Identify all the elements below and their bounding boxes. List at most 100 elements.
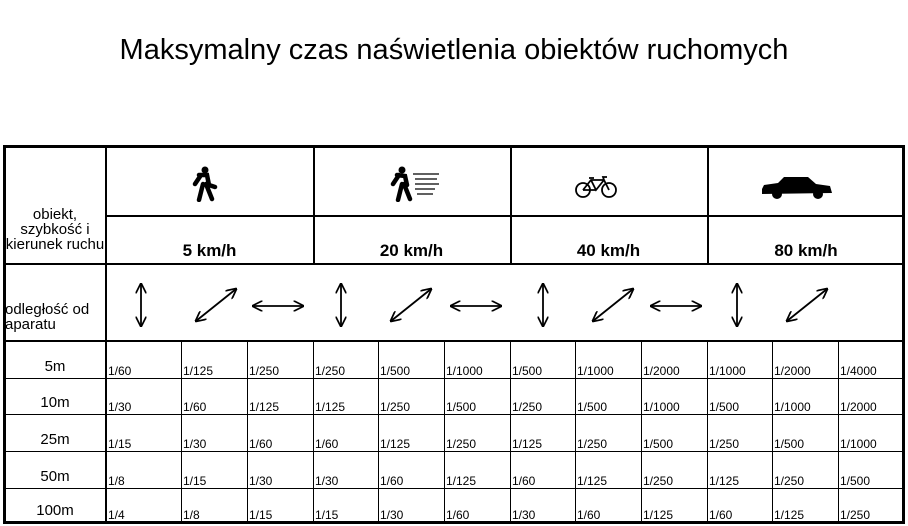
page-title: Maksymalny czas naświetlenia obiektów ru… [119, 34, 789, 66]
toward-camera-arrow-icon [729, 282, 745, 328]
exposure-time-value: 1/500 [577, 401, 608, 414]
exposure-time-value: 1/125 [643, 509, 674, 522]
bicycle-icon [574, 176, 618, 203]
exposure-time-value: 1/30 [380, 509, 404, 522]
distance-value: 100m [36, 503, 74, 519]
column-divider [510, 341, 511, 523]
car-icon [760, 175, 834, 206]
column-divider [313, 341, 314, 523]
column-divider [181, 341, 182, 523]
table-border-top [3, 145, 905, 148]
exposure-time-value: 1/15 [249, 509, 273, 522]
speed-label: 40 km/h [576, 241, 641, 260]
exposure-time-value: 1/8 [108, 475, 125, 488]
distance-value: 10m [40, 395, 70, 411]
exposure-time-value: 1/1000 [709, 365, 746, 378]
exposure-time-value: 1/250 [643, 475, 674, 488]
toward-camera-arrow-icon [535, 282, 551, 328]
direction-row-divider [3, 340, 905, 342]
data-row-divider [3, 488, 905, 489]
across-arrow-icon [449, 298, 503, 314]
exposure-time-value: 1/15 [108, 438, 132, 451]
exposure-time-value: 1/500 [709, 401, 740, 414]
exposure-time-value: 1/125 [183, 365, 214, 378]
exposure-time-value: 1/60 [315, 438, 339, 451]
exposure-time-value: 1/125 [249, 401, 280, 414]
exposure-time-value: 1/250 [315, 365, 346, 378]
exposure-time-value: 1/30 [512, 509, 536, 522]
exposure-time-value: 1/30 [315, 475, 339, 488]
data-row-divider [3, 414, 905, 415]
table-border-left [3, 145, 6, 523]
exposure-time-value: 1/500 [380, 365, 411, 378]
speed-label: 20 km/h [379, 241, 444, 260]
exposure-time-value: 1/2000 [774, 365, 811, 378]
exposure-time-value: 1/1000 [774, 401, 811, 414]
exposure-time-value: 1/1000 [840, 438, 877, 451]
exposure-time-value: 1/30 [183, 438, 207, 451]
column-divider [772, 341, 773, 523]
exposure-time-value: 1/500 [512, 365, 543, 378]
table-border-bottom [3, 521, 905, 524]
group-divider [707, 145, 709, 263]
exposure-time-value: 1/500 [774, 438, 805, 451]
exposure-time-value: 1/8 [183, 509, 200, 522]
column-divider [247, 341, 248, 523]
exposure-time-value: 1/1000 [577, 365, 614, 378]
distance-value: 25m [40, 432, 70, 448]
speed-label: 80 km/h [774, 241, 838, 260]
exposure-time-value: 1/60 [512, 475, 536, 488]
exposure-time-value: 1/125 [315, 401, 346, 414]
exposure-time-value: 1/60 [709, 509, 733, 522]
speed-row-divider [3, 263, 905, 265]
data-row-divider [3, 451, 905, 452]
column-divider [707, 341, 708, 523]
exposure-time-value: 1/60 [183, 401, 207, 414]
diagonal-arrow-icon [388, 286, 434, 324]
label-column-divider [105, 145, 107, 523]
exposure-time-value: 1/250 [249, 365, 280, 378]
exposure-time-value: 1/60 [577, 509, 601, 522]
exposure-time-value: 1/500 [840, 475, 871, 488]
exposure-time-value: 1/250 [840, 509, 871, 522]
diagonal-arrow-icon [193, 286, 239, 324]
exposure-time-value: 1/30 [249, 475, 273, 488]
exposure-time-value: 1/250 [774, 475, 805, 488]
walking-person-icon [185, 166, 219, 207]
exposure-time-value: 1/1000 [643, 401, 680, 414]
exposure-time-value: 1/250 [577, 438, 608, 451]
exposure-time-value: 1/125 [446, 475, 477, 488]
exposure-time-value: 1/125 [577, 475, 608, 488]
exposure-time-value: 1/60 [446, 509, 470, 522]
exposure-time-value: 1/2000 [840, 401, 877, 414]
across-arrow-icon [251, 298, 305, 314]
group-divider [510, 145, 512, 263]
exposure-time-value: 1/125 [774, 509, 805, 522]
table-border-right [902, 145, 905, 523]
distance-value: 50m [40, 469, 70, 485]
column-divider [378, 341, 379, 523]
across-arrow-icon [649, 298, 703, 314]
object-speed-direction-label: obiekt, szybkość i kierunek ruchu [5, 207, 105, 253]
diagonal-arrow-icon [590, 286, 636, 324]
column-divider [575, 341, 576, 523]
speed-label: 5 km/h [182, 241, 237, 260]
exposure-time-value: 1/500 [643, 438, 674, 451]
exposure-time-value: 1/4000 [840, 365, 877, 378]
column-divider [838, 341, 839, 523]
running-person-icon [387, 166, 441, 207]
column-divider [444, 341, 445, 523]
distance-label: odległość od aparatu [5, 302, 90, 333]
exposure-time-value: 1/1000 [446, 365, 483, 378]
toward-camera-arrow-icon [333, 282, 349, 328]
column-divider [641, 341, 642, 523]
exposure-time-value: 1/4 [108, 509, 125, 522]
exposure-time-value: 1/30 [108, 401, 132, 414]
header-divider [106, 215, 905, 217]
toward-camera-arrow-icon [133, 282, 149, 328]
exposure-time-value: 1/125 [709, 475, 740, 488]
exposure-time-value: 1/250 [446, 438, 477, 451]
diagonal-arrow-icon [784, 286, 830, 324]
exposure-time-value: 1/15 [183, 475, 207, 488]
